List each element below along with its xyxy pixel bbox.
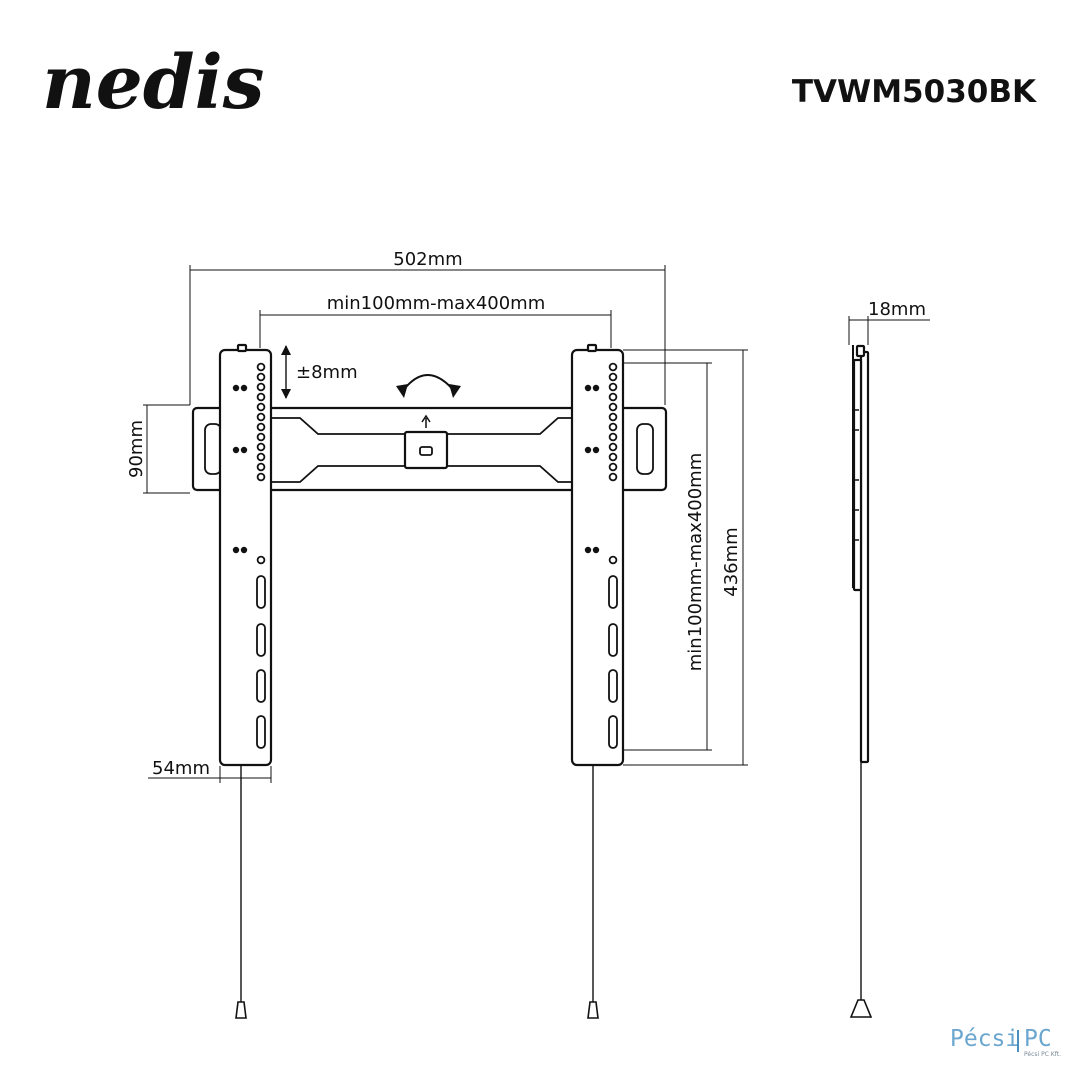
mount-slot: [256, 715, 266, 749]
mount-hole: [608, 452, 618, 462]
fixing-dot: [240, 446, 248, 454]
dimension-bracket-height: 90mm: [126, 404, 190, 494]
dimension-arm-height: 436mm: [623, 349, 748, 766]
fixing-dot: [584, 384, 592, 392]
mount-hole: [256, 362, 266, 372]
mount-hole: [608, 392, 618, 402]
mount-hole: [256, 372, 266, 382]
vesa-horizontal-label: min100mm-max400mm: [327, 293, 546, 314]
mount-hole: [608, 382, 618, 392]
watermark-text-right: PC: [1024, 1026, 1052, 1052]
dimension-overall-width: 502mm: [189, 249, 666, 405]
watermark-subtext: Pécsi PC Kft.: [1024, 1051, 1061, 1058]
tilt-rotation-arrow: [396, 374, 461, 398]
wall-distance-label: 18mm: [868, 299, 926, 320]
vesa-vertical-label: min100mm-max400mm: [685, 453, 706, 672]
mount-slot: [608, 575, 618, 609]
fixing-dot: [240, 546, 248, 554]
overall-width-label: 502mm: [393, 249, 462, 270]
arm-width-label: 54mm: [152, 758, 210, 779]
mount-hole: [256, 452, 266, 462]
mount-hole: [608, 402, 618, 412]
mount-hole: [256, 422, 266, 432]
mount-slot: [608, 715, 618, 749]
fixing-dot: [592, 446, 600, 454]
bracket-height-label: 90mm: [126, 420, 147, 478]
dimension-vesa-horizontal: min100mm-max400mm: [259, 293, 612, 348]
mount-hole: [256, 472, 266, 482]
mount-slot: [256, 575, 266, 609]
mount-hole: [608, 555, 618, 565]
mount-slot: [256, 623, 266, 657]
mount-hole: [256, 555, 266, 565]
dimension-arm-width: 54mm: [148, 758, 272, 783]
mount-slot: [608, 669, 618, 703]
watermark-text-left: Pécsi: [950, 1026, 1019, 1052]
mount-hole: [608, 442, 618, 452]
fixing-dot: [584, 446, 592, 454]
release-cord-right: [587, 765, 599, 1019]
mount-hole: [608, 362, 618, 372]
dimension-vesa-vertical: min100mm-max400mm: [623, 362, 712, 751]
arm-height-label: 436mm: [721, 527, 742, 596]
brand-logo: nedis: [42, 40, 264, 126]
fixing-dot: [240, 384, 248, 392]
mount-slot: [256, 669, 266, 703]
mount-hole: [256, 412, 266, 422]
mount-hole: [608, 372, 618, 382]
side-view: [849, 344, 873, 1018]
release-cord-left: [235, 765, 247, 1019]
mount-hole: [256, 382, 266, 392]
mount-hole: [608, 432, 618, 442]
fixing-dot: [592, 546, 600, 554]
mount-hole: [256, 462, 266, 472]
dimension-vertical-adjust: ±8mm: [281, 345, 358, 399]
mount-hole: [608, 462, 618, 472]
right-arm: [570, 343, 625, 767]
mount-hole: [608, 412, 618, 422]
dimension-wall-distance: 18mm: [848, 299, 930, 345]
fixing-dot: [232, 546, 240, 554]
fixing-dot: [232, 446, 240, 454]
mount-hole: [256, 442, 266, 452]
model-number: TVWM5030BK: [792, 74, 1037, 110]
watermark: Pécsi PC Pécsi PC Kft.: [950, 1026, 1061, 1058]
mount-slot: [608, 623, 618, 657]
fixing-dot: [592, 384, 600, 392]
mount-hole: [256, 432, 266, 442]
left-arm: [218, 343, 273, 767]
mount-hole: [256, 392, 266, 402]
mount-hole: [608, 422, 618, 432]
mount-hole: [256, 402, 266, 412]
vertical-adjust-label: ±8mm: [296, 362, 358, 383]
fixing-dot: [584, 546, 592, 554]
fixing-dot: [232, 384, 240, 392]
mount-hole: [608, 472, 618, 482]
